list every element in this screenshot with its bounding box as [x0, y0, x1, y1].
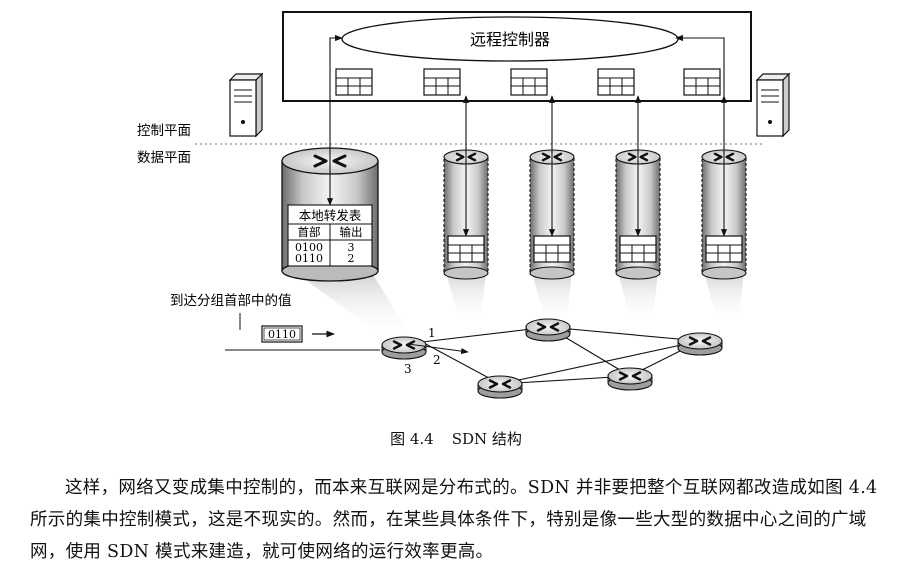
controller-table-icon — [597, 68, 635, 96]
table-cell: 2 — [348, 252, 355, 265]
local-forwarding-table-title: 本地转发表 — [299, 208, 362, 223]
flow-table-icon — [705, 235, 743, 263]
controller-table-icon — [335, 68, 373, 96]
data-plane-routers — [443, 149, 747, 325]
figure-title: SDN 结构 — [451, 430, 522, 448]
server-icon-left — [228, 72, 264, 138]
large-router: 本地转发表 首部 输出 0100 3 0110 2 — [281, 147, 412, 338]
controller-table-icon — [423, 68, 461, 96]
table-header-output: 输出 — [340, 225, 363, 239]
flow-table-icon — [447, 235, 485, 263]
data-plane-label: 数据平面 — [137, 150, 191, 166]
table-cell: 0100 — [295, 241, 323, 254]
network-router — [381, 336, 427, 360]
sdn-architecture-figure: 远程控制器 控制平面 数据平面 本地转发表 — [137, 11, 791, 399]
control-plane-label: 控制平面 — [137, 123, 191, 139]
body-paragraph-container: 这样，网络又变成集中控制的，而本来互联网是分布式的。SDN 并非要把整个互联网都… — [30, 472, 890, 568]
packet-header-label: 到达分组首部中的值 — [170, 293, 292, 309]
figure-number: 图 4.4 — [390, 430, 434, 448]
control-link-large-router — [326, 34, 343, 206]
control-arrows — [326, 34, 728, 237]
flow-table-icon — [533, 235, 571, 263]
table-cell: 0110 — [295, 252, 323, 265]
port-label-1: 1 — [428, 326, 436, 340]
flow-table-icon — [619, 235, 657, 263]
table-cell: 3 — [348, 241, 355, 254]
port-label-3: 3 — [404, 362, 412, 376]
packet-box — [261, 325, 303, 343]
controller-table-icon — [510, 68, 548, 96]
network-router — [677, 332, 723, 356]
server-icon-right — [755, 72, 791, 138]
controller-table-icon — [683, 68, 721, 96]
table-header-header: 首部 — [298, 225, 321, 239]
figure-caption: 图 4.4 SDN 结构 — [0, 428, 912, 449]
controller-label: 远程控制器 — [470, 30, 550, 49]
network-routers — [381, 318, 723, 399]
network-router — [477, 375, 523, 399]
forward-arrow — [407, 343, 469, 355]
packet-value: 0110 — [268, 328, 296, 341]
network-router — [525, 318, 571, 342]
network-router — [607, 367, 653, 391]
controller-flow-tables — [335, 68, 721, 96]
body-paragraph: 这样，网络又变成集中控制的，而本来互联网是分布式的。SDN 并非要把整个互联网都… — [30, 478, 878, 562]
port-label-2: 2 — [433, 353, 441, 367]
control-link — [675, 34, 725, 96]
